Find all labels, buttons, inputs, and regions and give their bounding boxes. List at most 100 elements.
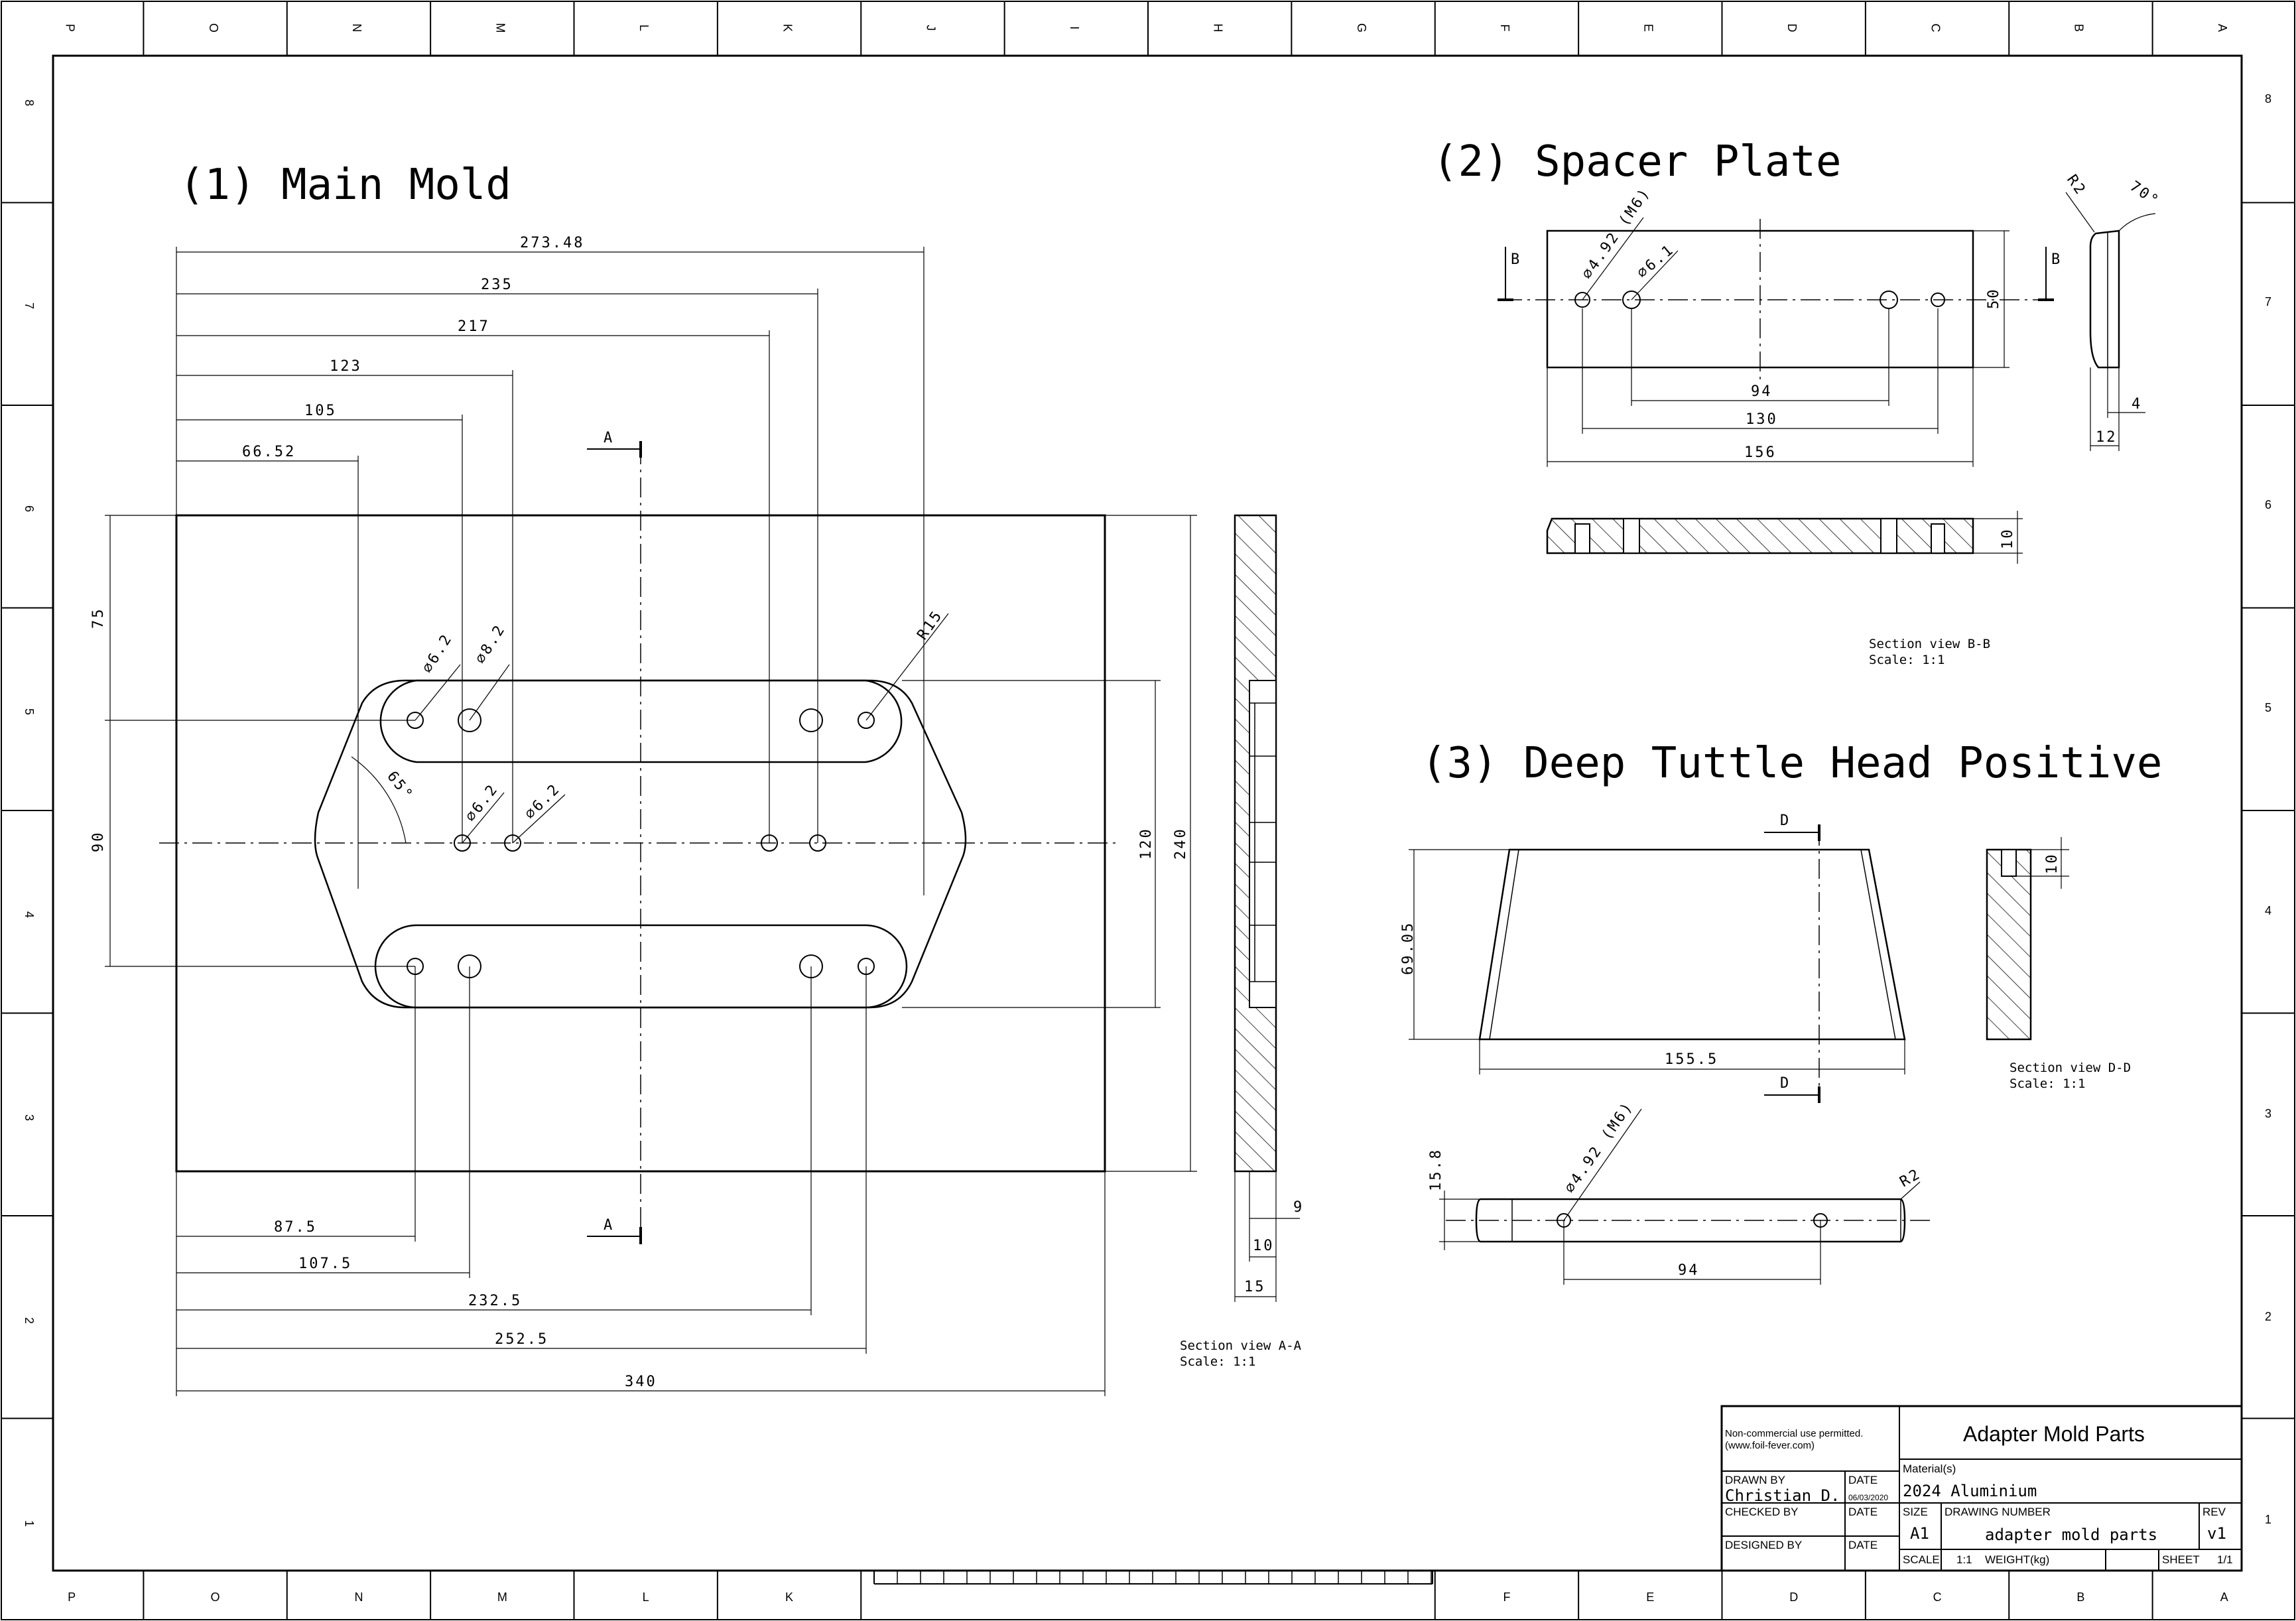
section-b-b-dims: [1973, 511, 2023, 564]
zone-letter-bottom: C: [1933, 1590, 1942, 1604]
spacer-dim-50: 50: [1986, 288, 2002, 310]
checked-by-label: CHECKED BY: [1725, 1506, 1799, 1518]
section-d-d-caption: Section view D-D: [2009, 1061, 2131, 1075]
zone-letter-top: O: [207, 23, 220, 32]
zone-letter-bottom: A: [2220, 1590, 2228, 1604]
main-dim-75: 75: [90, 608, 107, 629]
main-dim-217: 217: [458, 318, 490, 335]
main-dim-273-48: 273.48: [520, 235, 584, 251]
drawing-number-value: adapter mold parts: [1985, 1525, 2157, 1544]
section-marker-b-right: B: [2051, 251, 2062, 268]
spacer-plate-title: (2) Spacer Plate: [1433, 137, 1842, 186]
main-dim-340: 340: [625, 1374, 657, 1390]
tuttle-radius-label: R2: [1897, 1165, 1925, 1191]
scale-label: SCALE: [1903, 1553, 1940, 1566]
spacer-radius-label: R2: [2063, 172, 2089, 199]
zone-number-right: 6: [2265, 498, 2271, 511]
zone-number-left: 7: [23, 302, 36, 309]
zone-letter-top: F: [1498, 25, 1511, 32]
zone-letter-top: K: [781, 24, 794, 32]
size-label: SIZE: [1903, 1506, 1928, 1518]
zone-number-left: 6: [23, 505, 36, 512]
section-a-markers: [587, 441, 642, 1244]
scale-value: 1:1: [1956, 1553, 1972, 1566]
sheet-label: SHEET: [2162, 1553, 2200, 1566]
license-text-line1: Non-commercial use permitted.: [1725, 1428, 1863, 1439]
upper-slot: [379, 679, 903, 763]
main-center-lines: [159, 444, 1121, 1240]
zone-number-right: 3: [2265, 1107, 2271, 1120]
main-radius-label: R15: [914, 607, 946, 643]
zone-letter-bottom: L: [643, 1590, 649, 1604]
zone-letter-bottom: N: [354, 1590, 363, 1604]
section-a-a-pocket-lines: [1249, 702, 1276, 982]
main-bottom-dimension-lines: [176, 966, 1106, 1396]
main-mold-title: (1) Main Mold: [179, 161, 511, 210]
spacer-hole-leaders: [1582, 217, 1679, 300]
rev-label: REV: [2202, 1506, 2226, 1518]
section-marker-a-top: A: [604, 430, 614, 446]
tuttle-dim-94: 94: [1678, 1262, 1700, 1279]
section-marker-b-left: B: [1511, 251, 1521, 268]
spacer-dimension-lines: [1547, 230, 2009, 467]
zone-letter-bottom: M: [497, 1590, 507, 1604]
zone-letter-bottom: F: [1503, 1590, 1510, 1604]
main-dim-120: 120: [1138, 827, 1155, 860]
section-b-b-dim-10: 10: [2000, 528, 2016, 550]
zone-letter-top: J: [925, 25, 938, 31]
main-dim-90: 90: [90, 831, 107, 853]
zone-number-right: 5: [2265, 701, 2271, 714]
spacer-dim-12: 12: [2096, 429, 2118, 446]
size-value: A1: [1910, 1524, 1929, 1543]
main-dim-252-5: 252.5: [495, 1331, 548, 1348]
license-text-line2: (www.foil-fever.com): [1725, 1440, 1815, 1451]
zone-letter-top: G: [1355, 23, 1368, 32]
main-dim-232-5: 232.5: [468, 1293, 522, 1309]
scale-ruler: [873, 1571, 1433, 1585]
tuttle-dim-155-5: 155.5: [1665, 1051, 1718, 1068]
main-dim-235: 235: [481, 277, 513, 293]
checked-date-label: DATE: [1848, 1506, 1878, 1518]
main-hole-leaders: [351, 613, 949, 844]
section-a-a-dim-10: 10: [1253, 1238, 1275, 1254]
zone-letter-bottom: O: [211, 1590, 220, 1604]
spacer-side-profile: [2089, 229, 2120, 369]
main-dim-105: 105: [304, 403, 337, 419]
spacer-dim-156: 156: [1744, 444, 1777, 461]
section-d-d-hole: [2001, 849, 2017, 877]
zone-letter-top: B: [2073, 24, 2086, 32]
zone-number-left: 4: [23, 911, 36, 918]
section-d-d-profile: [1986, 848, 2032, 1041]
spacer-center-lines: [1502, 219, 2049, 379]
drawn-by-label: DRAWN BY: [1725, 1474, 1785, 1486]
section-a-a-dimension-lines: [1234, 1171, 1300, 1302]
zone-number-left: 2: [23, 1317, 36, 1324]
zone-letter-top: M: [494, 23, 507, 33]
section-a-a-pocket: [1249, 680, 1277, 1008]
section-marker-d-top: D: [1780, 812, 1791, 829]
main-hole-label-2: ⌀8.2: [472, 621, 509, 667]
section-b-b-scale: Scale: 1:1: [1869, 653, 1945, 667]
main-right-dimension-lines: [902, 515, 1197, 1172]
zone-number-right: 1: [2265, 1513, 2271, 1526]
designed-by-label: DESIGNED BY: [1725, 1539, 1802, 1551]
zone-number-right: 7: [2265, 295, 2271, 308]
material-value: 2024 Aluminium: [1903, 1482, 2037, 1500]
designed-date-label: DATE: [1848, 1539, 1878, 1551]
spacer-dim-4: 4: [2132, 396, 2142, 413]
zone-letter-top: E: [1642, 24, 1655, 32]
drawing-number-label: DRAWING NUMBER: [1945, 1506, 2051, 1518]
zone-number-left: 5: [23, 708, 36, 715]
tuttle-head-outline: [1478, 848, 1906, 1041]
spacer-dim-94: 94: [1751, 383, 1773, 400]
zone-number-left: 3: [23, 1114, 36, 1121]
material-label: Material(s): [1903, 1462, 1956, 1475]
main-hole-label-1: ⌀6.2: [419, 631, 456, 676]
main-angle-label: 65°: [383, 768, 416, 804]
section-b-b-profile: [1546, 517, 1974, 554]
zone-letter-bottom: D: [1789, 1590, 1798, 1604]
